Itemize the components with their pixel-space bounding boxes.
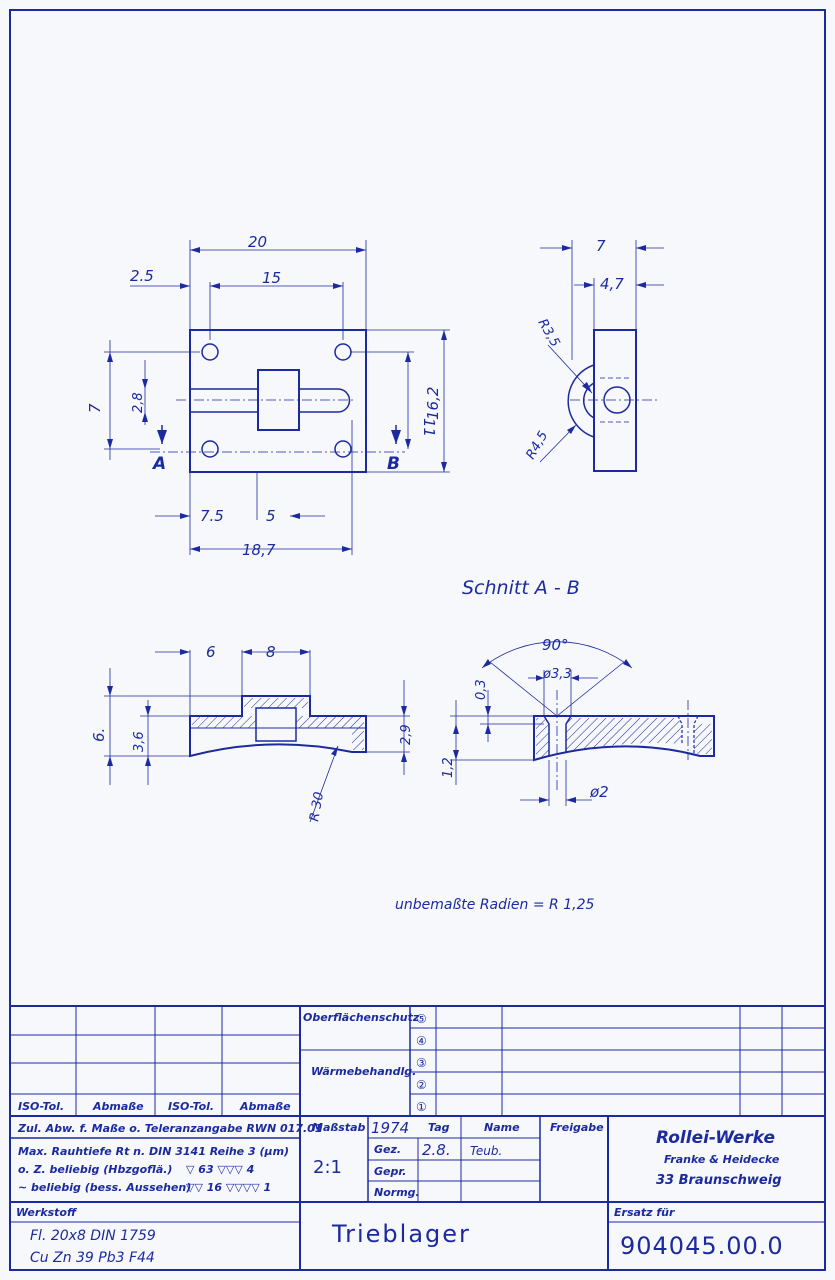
tag-label: Tag — [428, 1121, 450, 1134]
top-view: 20 2.5 15 7 2,8 11 16,2 7.5 5 18,7 A B — [86, 233, 450, 559]
oberflaechenschutz-label: Oberflächenschutz — [303, 1011, 420, 1024]
werkstoff-line-2: Cu Zn 39 Pb3 F44 — [30, 1250, 155, 1266]
werkstoff-label: Werkstoff — [16, 1206, 78, 1219]
dim-front-h29: 2,9 — [399, 724, 414, 745]
side-view: 7 4,7 R3,5 R4,5 — [523, 237, 664, 472]
massstab-value: 2:1 — [313, 1157, 342, 1178]
dim-slot: 2,8 — [131, 392, 146, 413]
gez-label: Gez. — [374, 1143, 401, 1156]
part-name: Trieblager — [331, 1220, 471, 1248]
roughness-note: Max. Rauhtiefe Rt n. DIN 3141 Reihe 3 (μ… — [18, 1145, 289, 1158]
section-view: 90° ø3,3 0,3 1,2 ø2 — [441, 636, 715, 806]
dim-width: 20 — [248, 233, 267, 251]
dim-front-h36: 3,6 — [132, 731, 147, 752]
section-mark-a: A — [151, 454, 166, 474]
section-mark-b: B — [387, 454, 400, 474]
rev-mark-5: ⑤ — [416, 1012, 427, 1026]
rev-mark-4: ④ — [416, 1034, 427, 1048]
dim-holes: 15 — [262, 269, 281, 287]
drawing-number: 904045.00.0 — [620, 1232, 784, 1260]
tolerance-note: Zul. Abw. f. Maße o. Teleranzangabe RWN … — [17, 1122, 322, 1135]
sheet-border — [9, 9, 826, 1271]
gez-day: 2.8. — [422, 1141, 451, 1159]
dim-front-8: 8 — [266, 643, 276, 661]
iso-tol-label-1: ISO-Tol. — [18, 1100, 64, 1113]
freigabe-label: Freigabe — [550, 1121, 604, 1134]
dim-front-h6: 6. — [90, 728, 108, 742]
dim-dia-2: ø2 — [589, 783, 609, 801]
section-title: Schnitt A - B — [462, 577, 580, 599]
radius-large: R4,5 — [523, 429, 551, 462]
company-city: 33 Braunschweig — [656, 1173, 782, 1188]
dim-angle: 90° — [542, 636, 569, 654]
radius-30: R 30 — [307, 791, 327, 823]
dim-03: 0,3 — [474, 679, 489, 700]
dim-side-inner: 4,7 — [600, 275, 624, 293]
gepr-label: Gepr. — [374, 1165, 406, 1178]
company-name: Rollei-Werke — [656, 1128, 775, 1148]
massstab-label: Maßstab — [312, 1121, 366, 1134]
dim-b2: 5 — [266, 507, 276, 525]
dim-12: 1,2 — [441, 757, 456, 778]
company-subtitle: Franke & Heidecke — [664, 1153, 780, 1166]
roughness-appearance-values: ▽▽ 16 ▽▽▽▽ 1 — [186, 1181, 271, 1194]
rev-mark-2: ② — [416, 1078, 427, 1092]
gez-name: Teub. — [470, 1144, 502, 1158]
abmasse-label-1: Abmaße — [92, 1100, 144, 1113]
iso-tol-label-2: ISO-Tol. — [168, 1100, 214, 1113]
front-view: 6 8 6. 3,6 2,9 R 30 — [90, 643, 414, 823]
normg-label: Normg. — [374, 1186, 420, 1199]
name-label: Name — [484, 1121, 520, 1134]
werkstoff-line-1: Fl. 20x8 DIN 1759 — [30, 1228, 156, 1244]
dim-edge: 2.5 — [130, 267, 154, 285]
radius-note: unbemaßte Radien = R 1,25 — [395, 897, 594, 913]
title-block: ISO-Tol. Abmaße ISO-Tol. Abmaße Oberfläc… — [10, 1005, 825, 1270]
roughness-any: o. Z. beliebig (Hbzgoflä.) — [18, 1163, 172, 1176]
rev-mark-3: ③ — [416, 1056, 427, 1070]
dim-hole-span: 11 — [420, 418, 438, 437]
drawing-year: 1974 — [371, 1119, 409, 1137]
rev-mark-1: ① — [416, 1100, 427, 1114]
dim-dia-small: ø3,3 — [542, 667, 572, 682]
roughness-any-values: ▽ 63 ▽▽▽ 4 — [186, 1163, 254, 1176]
waermebehandlung-label: Wärmebehandlg. — [311, 1065, 416, 1078]
dim-left-h: 7 — [86, 403, 104, 413]
abmasse-label-2: Abmaße — [239, 1100, 291, 1113]
radius-small: R3,5 — [535, 317, 563, 350]
dim-overall: 18,7 — [242, 541, 276, 559]
roughness-appearance: ~ beliebig (bess. Aussehen) — [18, 1181, 191, 1194]
dim-front-6: 6 — [206, 643, 216, 661]
ersatz-label: Ersatz für — [614, 1206, 675, 1219]
dim-side-total: 7 — [596, 237, 606, 255]
dim-height: 16,2 — [424, 387, 442, 420]
dim-b1: 7.5 — [200, 507, 224, 525]
